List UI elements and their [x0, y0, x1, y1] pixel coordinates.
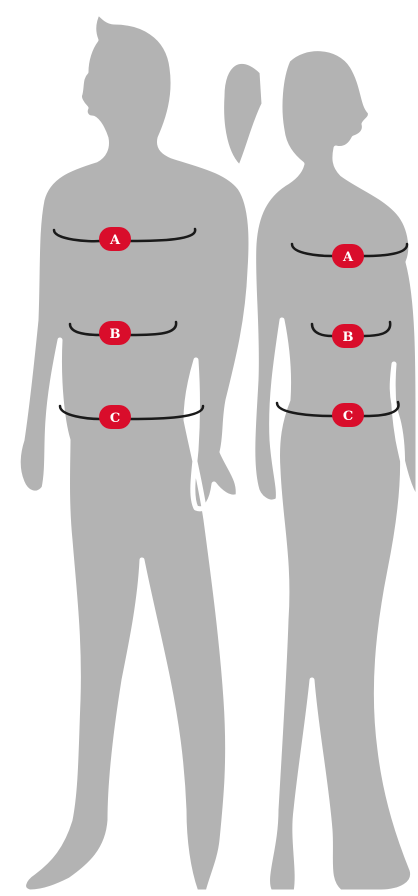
male-marker-a: A: [99, 227, 131, 251]
male-silhouette: [18, 12, 251, 892]
female-silhouette: [222, 49, 418, 892]
male-marker-c: C: [99, 405, 131, 429]
male-marker-b: B: [99, 321, 131, 345]
female-ponytail: [222, 61, 264, 168]
female-marker-c: C: [332, 403, 364, 427]
male-marker-b-label: B: [110, 327, 121, 342]
female-marker-b-label: B: [343, 330, 354, 345]
male-marker-c-label: C: [110, 411, 120, 426]
female-marker-a: A: [332, 244, 364, 268]
female-marker-b: B: [332, 324, 364, 348]
female-marker-c-label: C: [343, 409, 353, 424]
male-marker-a-label: A: [109, 233, 121, 248]
female-body: [253, 49, 418, 892]
female-marker-a-label: A: [342, 250, 354, 265]
male-body: [18, 12, 251, 892]
